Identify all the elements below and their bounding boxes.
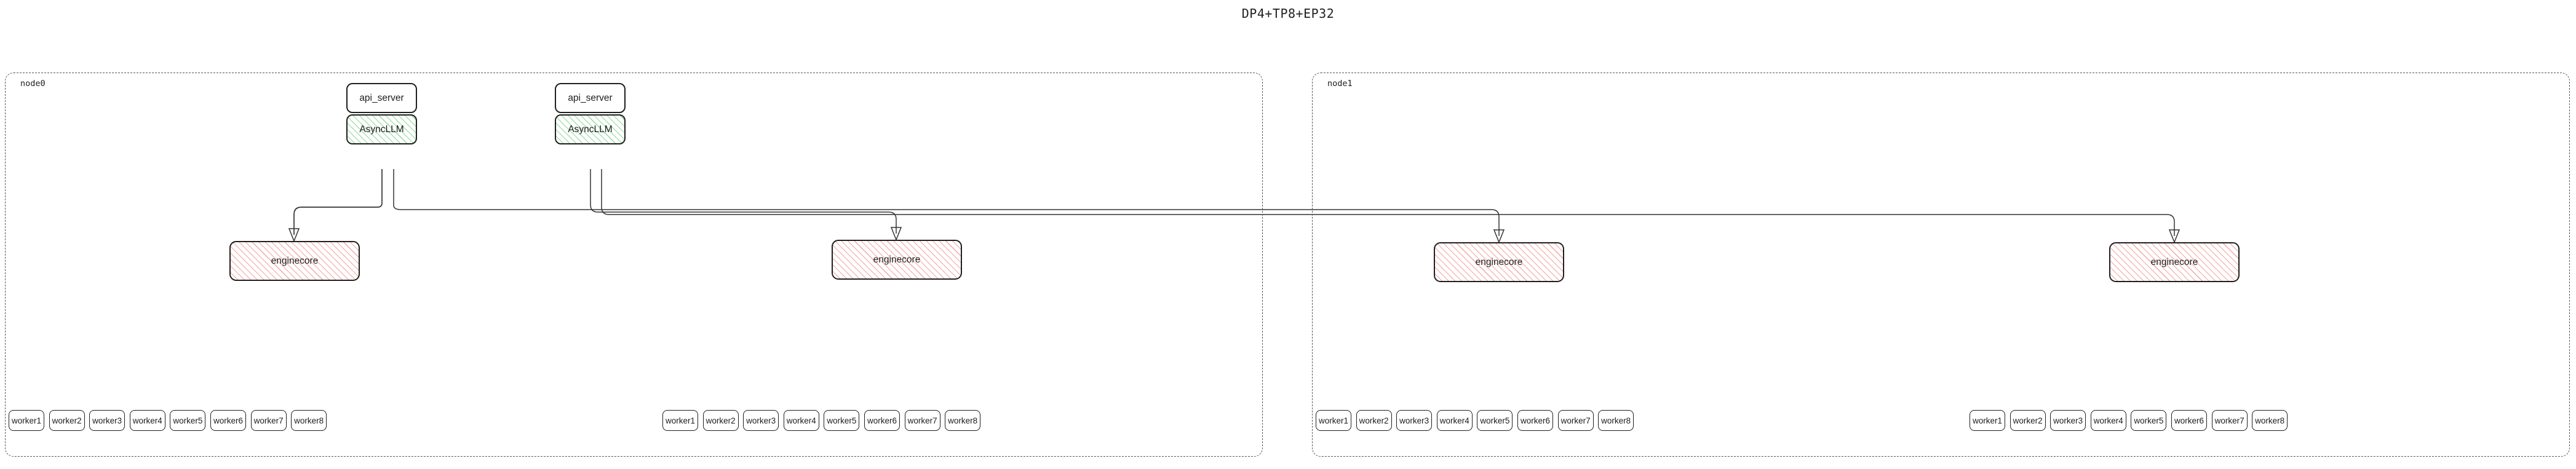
worker-box[interactable]: worker7 <box>250 410 287 431</box>
worker-label: worker7 <box>1560 416 1591 425</box>
worker-box[interactable]: worker6 <box>1517 410 1553 431</box>
worker-box[interactable]: worker5 <box>170 410 206 431</box>
page-title: DP4+TP8+EP32 <box>1241 6 1335 21</box>
worker-label: worker8 <box>1601 416 1631 425</box>
worker-box[interactable]: worker8 <box>1598 410 1634 431</box>
enginecore-box[interactable]: enginecore <box>229 241 360 281</box>
worker-box[interactable]: worker2 <box>2010 410 2046 431</box>
worker-box[interactable]: worker2 <box>49 410 85 431</box>
worker-label: worker4 <box>132 416 162 425</box>
enginecore-label: enginecore <box>2150 256 2198 267</box>
worker-label: worker6 <box>1520 416 1550 425</box>
worker-box[interactable]: worker1 <box>9 410 44 431</box>
worker-box[interactable]: worker1 <box>1316 410 1351 431</box>
worker-box[interactable]: worker4 <box>1436 410 1473 431</box>
worker-label: worker8 <box>2255 416 2285 425</box>
worker-label: worker6 <box>867 416 897 425</box>
async-llm-box[interactable]: AsyncLLM <box>346 114 417 144</box>
worker-box[interactable]: worker3 <box>2050 410 2086 431</box>
worker-label: worker4 <box>1439 416 1469 425</box>
worker-box[interactable]: worker4 <box>129 410 165 431</box>
worker-label: worker5 <box>173 416 203 425</box>
worker-box[interactable]: worker1 <box>662 410 698 431</box>
worker-label: worker4 <box>786 416 816 425</box>
worker-label: worker5 <box>1480 416 1510 425</box>
worker-label: worker1 <box>11 416 41 425</box>
worker-box[interactable]: worker8 <box>291 410 327 431</box>
worker-label: worker7 <box>2214 416 2244 425</box>
worker-box[interactable]: worker3 <box>743 410 779 431</box>
node-label-node1: node1 <box>1327 79 1353 89</box>
worker-label: worker6 <box>213 416 243 425</box>
worker-box[interactable]: worker6 <box>864 410 900 431</box>
enginecore-label: enginecore <box>873 254 921 265</box>
async-llm-label: AsyncLLM <box>568 124 613 135</box>
worker-box[interactable]: worker7 <box>1557 410 1594 431</box>
enginecore-label: enginecore <box>271 255 319 266</box>
worker-label: worker1 <box>665 416 695 425</box>
api-server-label: api_server <box>359 92 404 103</box>
node-label-node0: node0 <box>20 79 46 89</box>
async-llm-label: AsyncLLM <box>359 124 404 135</box>
worker-label: worker4 <box>2093 416 2123 425</box>
worker-box[interactable]: worker6 <box>2171 410 2207 431</box>
worker-label: worker8 <box>294 416 324 425</box>
worker-label: worker1 <box>1972 416 2002 425</box>
node-cluster-node0: node0 <box>5 73 1263 457</box>
api-server-box[interactable]: api_server <box>555 83 626 113</box>
worker-box[interactable]: worker1 <box>1970 410 2005 431</box>
worker-box[interactable]: worker5 <box>824 410 860 431</box>
worker-box[interactable]: worker3 <box>89 410 125 431</box>
worker-label: worker2 <box>1359 416 1389 425</box>
worker-box[interactable]: worker2 <box>1356 410 1392 431</box>
worker-box[interactable]: worker5 <box>2131 410 2167 431</box>
worker-label: worker3 <box>746 416 776 425</box>
worker-label: worker2 <box>52 416 82 425</box>
enginecore-label: enginecore <box>1475 256 1523 267</box>
api-server-label: api_server <box>568 92 613 103</box>
worker-label: worker3 <box>2053 416 2083 425</box>
enginecore-box[interactable]: enginecore <box>1434 242 1564 282</box>
worker-label: worker6 <box>2174 416 2204 425</box>
enginecore-box[interactable]: enginecore <box>2109 242 2240 282</box>
enginecore-box[interactable]: enginecore <box>832 240 962 280</box>
async-llm-box[interactable]: AsyncLLM <box>555 114 626 144</box>
worker-label: worker8 <box>948 416 978 425</box>
worker-label: worker5 <box>827 416 857 425</box>
worker-label: worker7 <box>907 416 937 425</box>
worker-box[interactable]: worker5 <box>1477 410 1513 431</box>
worker-label: worker2 <box>2013 416 2043 425</box>
worker-box[interactable]: worker6 <box>210 410 246 431</box>
worker-box[interactable]: worker8 <box>2252 410 2288 431</box>
worker-box[interactable]: worker2 <box>702 410 739 431</box>
worker-label: worker3 <box>1399 416 1429 425</box>
worker-label: worker7 <box>253 416 284 425</box>
worker-box[interactable]: worker4 <box>2090 410 2126 431</box>
worker-box[interactable]: worker8 <box>945 410 981 431</box>
node-cluster-node1: node1 <box>1312 73 2570 457</box>
worker-label: worker1 <box>1318 416 1348 425</box>
worker-box[interactable]: worker3 <box>1396 410 1433 431</box>
worker-box[interactable]: worker7 <box>904 410 940 431</box>
worker-label: worker5 <box>2134 416 2164 425</box>
worker-box[interactable]: worker4 <box>783 410 819 431</box>
worker-label: worker2 <box>706 416 736 425</box>
worker-label: worker3 <box>92 416 122 425</box>
api-server-box[interactable]: api_server <box>346 83 417 113</box>
worker-box[interactable]: worker7 <box>2211 410 2248 431</box>
